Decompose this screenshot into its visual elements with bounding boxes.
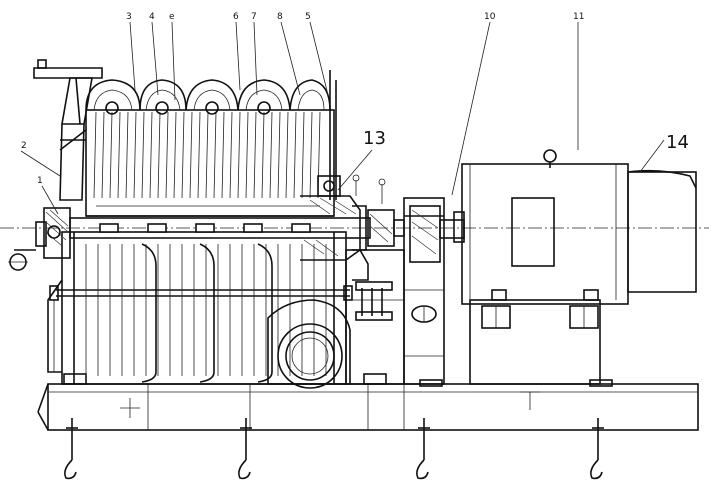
part-label-e: e — [169, 12, 175, 22]
base-frame — [37, 373, 699, 431]
part-label-1: 1 — [37, 176, 43, 186]
leader-line-10 — [451, 21, 491, 196]
leader-line-3 — [129, 21, 136, 91]
leader-line-13 — [337, 149, 373, 191]
part-label-10: 10 — [484, 12, 496, 22]
left-bearing-housing — [8, 207, 71, 271]
leader-line-7 — [253, 21, 258, 96]
leader-line-14 — [639, 139, 665, 173]
leader-line-e — [171, 21, 176, 101]
leader-line-1 — [41, 185, 59, 215]
anchor-bolts — [64, 418, 604, 480]
part-label-4: 4 — [149, 12, 155, 22]
leader-line-5 — [309, 21, 329, 96]
discharge-nozzle — [267, 299, 351, 389]
electric-motor — [453, 149, 697, 385]
leader-line-4 — [151, 21, 159, 96]
flexible-coupling — [403, 197, 465, 385]
leader-line-8 — [280, 21, 301, 96]
part-label-6: 6 — [233, 12, 239, 22]
main-shaft — [0, 217, 709, 239]
part-label-13: 13 — [363, 128, 386, 149]
part-label-5: 5 — [305, 12, 311, 22]
leader-line-2 — [20, 150, 61, 177]
part-label-3: 3 — [126, 12, 132, 22]
compressor-lower-casing — [47, 231, 353, 385]
leader-line-6 — [235, 21, 241, 91]
part-label-2: 2 — [21, 141, 27, 151]
coupling-pedestal — [345, 209, 405, 385]
part-label-14: 14 — [666, 132, 689, 153]
compressor-upper-casing — [85, 70, 337, 217]
balance-drum-seal — [300, 174, 386, 281]
part-label-8: 8 — [277, 12, 283, 22]
part-labels: 1 2 3 4 e 6 7 8 5 10 11 13 14 — [20, 12, 689, 215]
part-label-11: 11 — [573, 12, 584, 22]
part-label-7: 7 — [251, 12, 257, 22]
inlet-nozzle — [33, 59, 103, 201]
